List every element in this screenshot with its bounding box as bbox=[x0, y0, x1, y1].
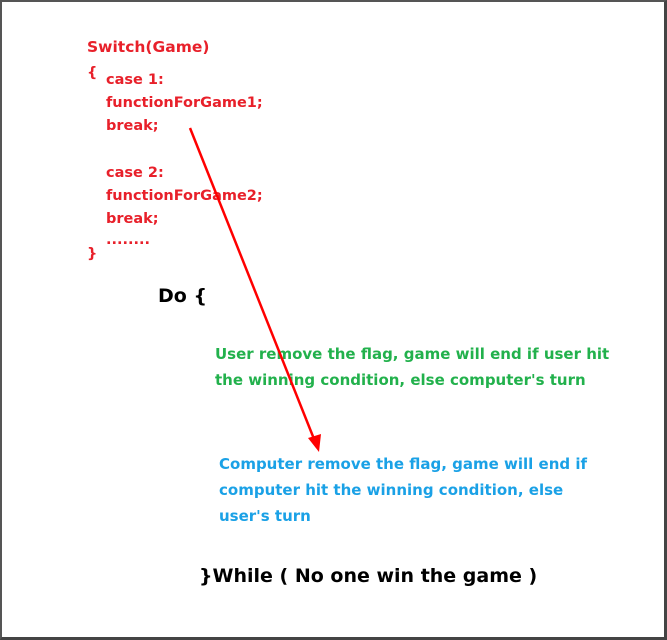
computer-turn-line1: Computer remove the flag, game will end … bbox=[219, 455, 588, 473]
case-1-call: functionForGame1; bbox=[106, 95, 263, 111]
do-label: Do { bbox=[158, 285, 207, 307]
case-1-label: case 1: bbox=[106, 72, 164, 88]
case-1-break: break; bbox=[106, 118, 159, 134]
case-2-break: break; bbox=[106, 211, 159, 227]
user-turn-line2: the winning condition, else computer's t… bbox=[215, 371, 586, 389]
more-cases-ellipsis: ........ bbox=[106, 232, 151, 248]
computer-turn-line2: computer hit the winning condition, else bbox=[219, 481, 564, 499]
switch-open-brace: { bbox=[87, 65, 98, 81]
while-condition: }While ( No one win the game ) bbox=[199, 565, 538, 587]
user-turn-line1: User remove the flag, game will end if u… bbox=[215, 345, 610, 363]
case-2-label: case 2: bbox=[106, 165, 164, 181]
computer-turn-line3: user's turn bbox=[219, 507, 311, 525]
switch-close-brace: } bbox=[87, 246, 98, 262]
case-2-call: functionForGame2; bbox=[106, 188, 263, 204]
switch-header: Switch(Game) bbox=[87, 38, 210, 56]
